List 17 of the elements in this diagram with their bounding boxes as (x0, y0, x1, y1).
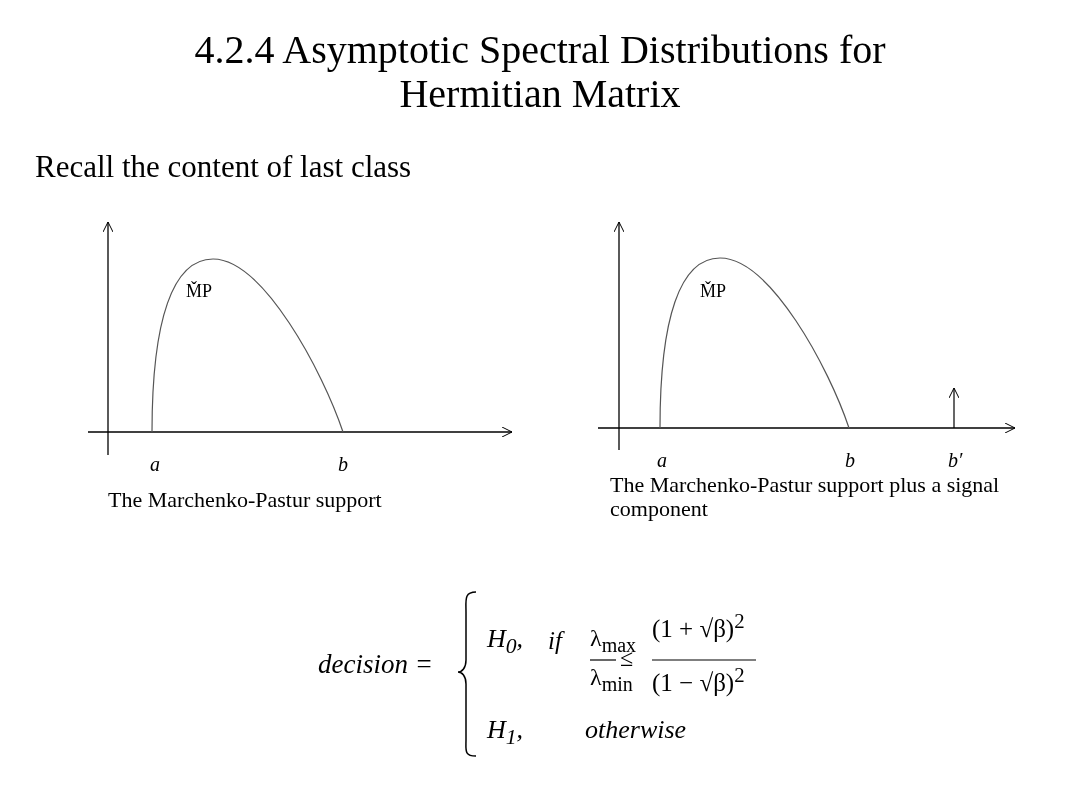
formula-text: otherwise (585, 716, 687, 745)
axis-label: a (150, 453, 160, 475)
formula-text: (1 − √β)$^{2}$ (652, 664, 745, 697)
intro-text: Recall the content of last class (35, 150, 412, 185)
formula-text: (1 + √β)$^{2}$ (652, 610, 745, 643)
formula-text: H$_{1}$, (487, 716, 524, 750)
plot-caption: The Marchenko-Pastur support plus a signal component (610, 473, 1001, 522)
curve-label: M̌P (186, 282, 212, 302)
axis-label: b (845, 449, 855, 471)
axis-label: a (657, 449, 667, 471)
slide-title: 4.2.4 Asymptotic Spectral Distributions for Hermitian Matrix (193, 28, 887, 116)
plot-caption: The Marchenko-Pastur support (108, 488, 382, 513)
formula-text: decision = (318, 650, 433, 680)
curve-label: M̌P (700, 282, 726, 302)
formula-text: H$_{0}$, (487, 625, 524, 659)
axis-label: b (338, 453, 348, 475)
axis-label: b′ (948, 449, 963, 471)
